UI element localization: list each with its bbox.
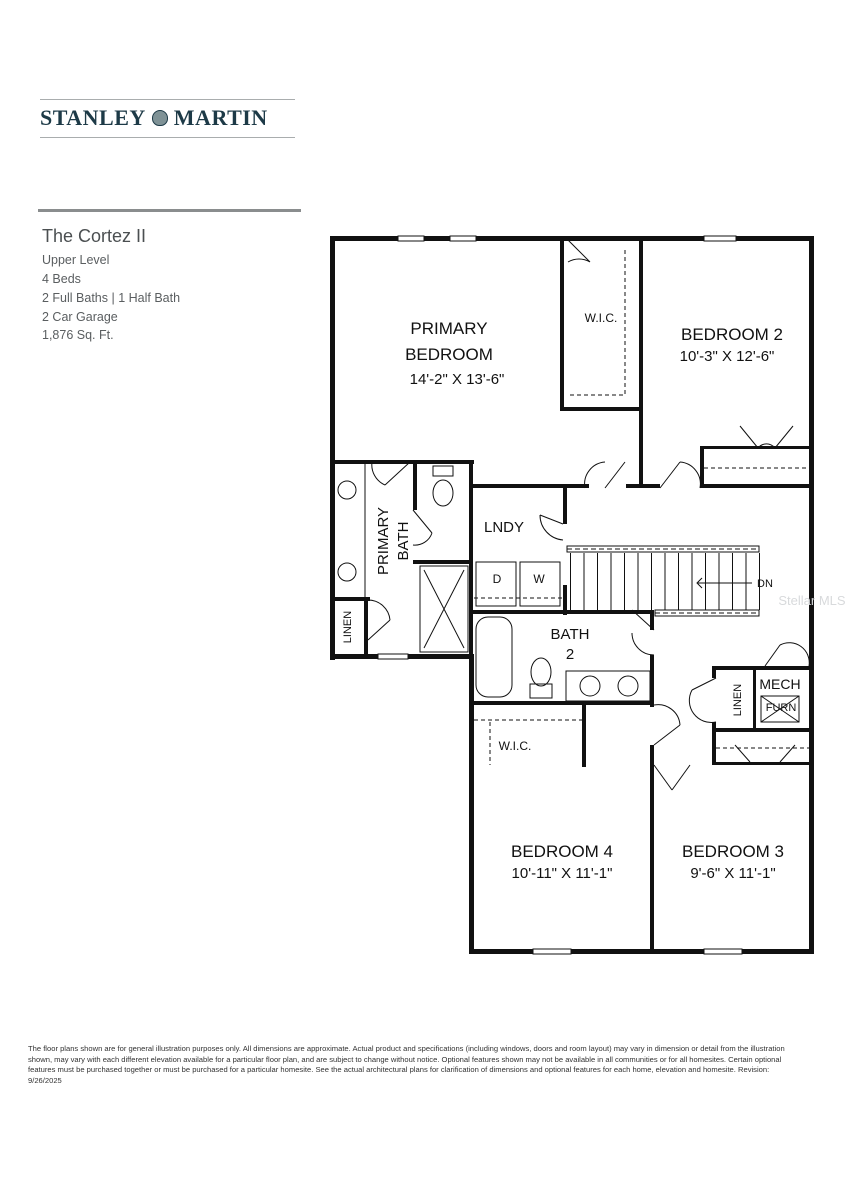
stair-tread [651,553,652,610]
primary-bedroom-dims: 14'-2" X 13'-6" [410,371,505,388]
watermark: Stellar MLS [778,593,846,608]
bedroom3-dims: 9'-6" X 11'-1" [690,865,775,882]
stair-tread [759,553,760,610]
spec-sqft: 1,876 Sq. Ft. [42,328,114,342]
crest-icon [151,110,168,126]
spec-baths: 2 Full Baths | 1 Half Bath [42,291,181,305]
spec-garage: 2 Car Garage [42,310,118,324]
stair-tread [597,553,598,610]
walls [330,236,814,954]
spec-level: Upper Level [42,253,110,267]
stair-tread [718,553,720,610]
title-divider [38,209,301,212]
laundry-label: LNDY [484,519,524,536]
stair-tread [583,553,585,610]
fixtures [337,239,810,791]
stair-tread [678,553,679,610]
stair-tread [624,553,625,610]
mech-label: MECH [759,676,800,692]
windows [377,235,743,955]
primary-bedroom-label-2: BEDROOM [405,345,493,364]
bedroom2-label: BEDROOM 2 [681,325,783,344]
stair-tread [570,553,571,610]
stair-tread [664,553,666,610]
primary-linen-label: LINEN [342,611,354,643]
plan-title: The Cortez II [42,226,147,246]
spec-beds: 4 Beds [42,272,81,286]
stair-tread [705,553,706,610]
logo-rule-top [40,99,295,100]
dryer-label: D [493,572,502,586]
primary-bedroom-label: PRIMARY [410,319,487,338]
stair-treads [570,553,760,610]
washer-label: W [533,572,545,586]
stair-tread [637,553,639,610]
primary-bath-label: PRIMARY [375,507,392,575]
bath2-label: BATH [551,626,590,643]
bath2-label-2: 2 [566,646,574,663]
disclaimer: The floor plans shown are for general il… [28,1044,785,1085]
room-labels: PRIMARY BEDROOM 14'-2" X 13'-6" BEDROOM … [342,311,846,882]
logo-text-left: STANLEY [40,105,146,130]
stanley-martin-logo: STANLEY MARTIN [40,105,300,131]
logo-text-right: MARTIN [173,105,268,130]
bedroom2-dims: 10'-3" X 12'-6" [680,348,775,365]
stair-tread [732,553,733,610]
bedroom4-dims: 10'-11" X 11'-1" [512,865,613,882]
primary-wic-label: W.I.C. [585,311,618,325]
bedroom4-label: BEDROOM 4 [511,842,613,861]
furnace-label: FURN [766,702,797,714]
bedroom4-wic-label: W.I.C. [499,739,532,753]
hall-linen-label: LINEN [732,684,744,716]
bedroom3-label: BEDROOM 3 [682,842,784,861]
logo-rule-bottom [40,137,295,138]
stairs-down-label: DN [757,578,773,590]
stair-tread [745,553,747,610]
stair-tread [691,553,693,610]
stair-tread [610,553,612,610]
primary-bath-label-2: BATH [395,522,412,561]
